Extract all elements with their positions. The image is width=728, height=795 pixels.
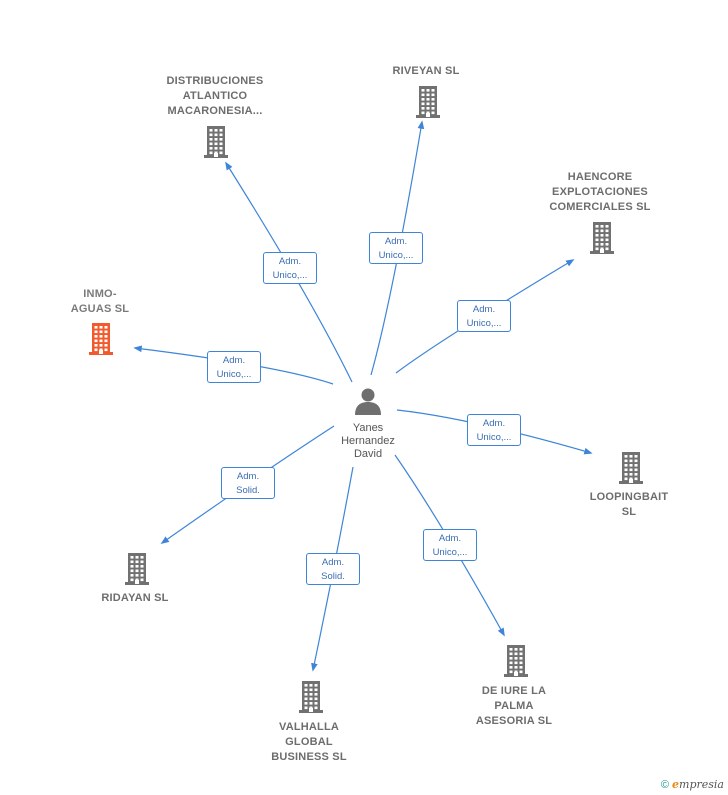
building-icon[interactable] — [500, 644, 532, 678]
edge-riveyan — [370, 120, 425, 376]
role-badge-inmoaguas[interactable]: Adm. Unico,... — [207, 351, 261, 383]
role-badge-distribuciones[interactable]: Adm. Unico,... — [263, 252, 317, 284]
company-label-riveyan[interactable]: RIVEYAN SL — [392, 65, 460, 77]
building-icon[interactable] — [85, 322, 117, 356]
building-icon[interactable] — [200, 125, 232, 159]
building-icon[interactable] — [586, 221, 618, 255]
role-badge-haencore[interactable]: Adm. Unico,... — [457, 300, 511, 332]
person-icon[interactable] — [353, 386, 383, 421]
building-icon[interactable] — [615, 451, 647, 485]
role-badge-deiure[interactable]: Adm. Unico,... — [423, 529, 477, 561]
role-badge-ridayan[interactable]: Adm. Solid. — [221, 467, 275, 499]
edge-distribuciones — [225, 161, 353, 383]
company-label-loopingbait[interactable]: LOOPINGBAIT SL — [589, 491, 669, 518]
person-name[interactable]: Yanes Hernandez David — [341, 422, 395, 460]
company-label-distribuciones[interactable]: DISTRIBUCIONES ATLANTICO MACARONESIA... — [166, 75, 264, 117]
role-badge-loopingbait[interactable]: Adm. Unico,... — [467, 414, 521, 446]
company-label-haencore[interactable]: HAENCORE EXPLOTACIONES COMERCIALES SL — [549, 171, 651, 213]
building-icon[interactable] — [412, 85, 444, 119]
company-label-valhalla[interactable]: VALHALLA GLOBAL BUSINESS SL — [271, 721, 347, 763]
role-badge-riveyan[interactable]: Adm. Unico,... — [369, 232, 423, 264]
building-icon[interactable] — [295, 680, 327, 714]
empresia-logo: empresia — [672, 778, 724, 791]
company-label-ridayan[interactable]: RIDAYAN SL — [101, 592, 169, 604]
role-badge-valhalla[interactable]: Adm. Solid. — [306, 553, 360, 585]
building-icon[interactable] — [121, 552, 153, 586]
company-label-inmoaguas[interactable]: INMO- AGUAS SL — [70, 288, 130, 315]
company-label-deiure[interactable]: DE IURE LA PALMA ASESORIA SL — [475, 685, 553, 727]
copyright-symbol: © — [660, 779, 669, 791]
footer-brand: © empresia — [661, 778, 724, 791]
